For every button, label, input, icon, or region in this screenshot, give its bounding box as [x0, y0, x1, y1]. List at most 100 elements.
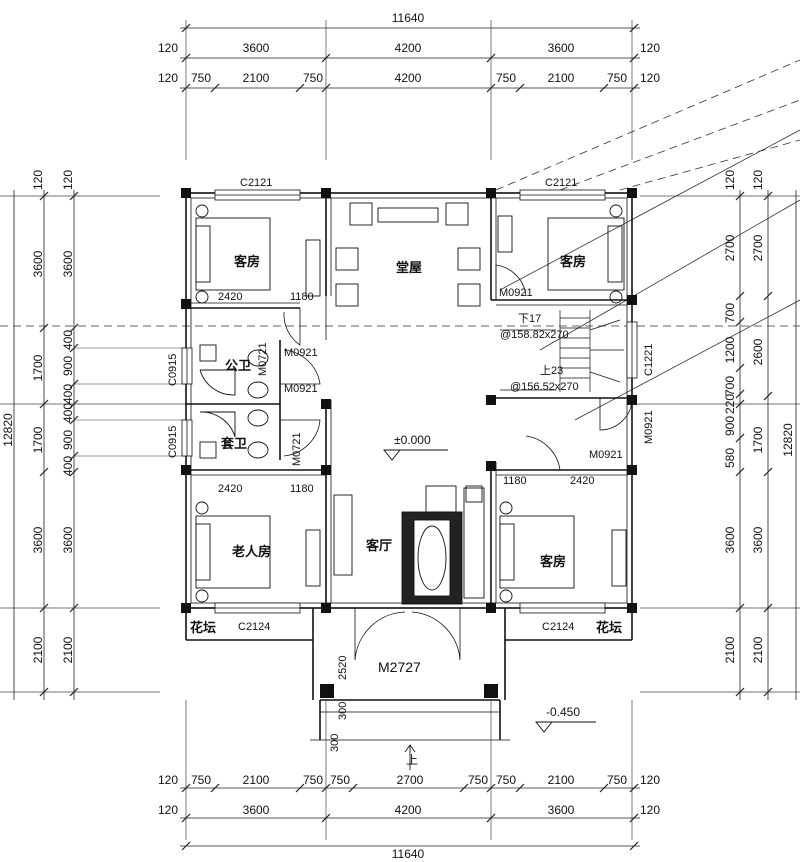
- window-label: C2121: [545, 177, 577, 189]
- bottom-detail-dim: 2700: [397, 773, 424, 787]
- right-outer-dim: 2600: [751, 338, 765, 365]
- left-inner-dim: 120: [61, 170, 75, 190]
- room-living: 客厅: [366, 538, 392, 553]
- left-inner-dim: 400: [61, 330, 75, 350]
- left-inner-dim: 2100: [61, 636, 75, 663]
- bottom-detail-dim: 750: [496, 773, 516, 787]
- walls: [185, 192, 633, 741]
- width-label: 2420: [570, 475, 594, 487]
- stair-diagonals: [499, 129, 800, 421]
- door-label: M0921: [589, 449, 623, 461]
- width-label: 2420: [218, 483, 242, 495]
- bottom-detail-dim: 750: [468, 773, 488, 787]
- bottom-detail-dim: 750: [191, 773, 211, 787]
- bottom-detail-dim: 750: [303, 773, 323, 787]
- door-label: M0721: [257, 342, 269, 376]
- dashed-lines: [0, 59, 800, 327]
- stair-label: 上23: [540, 364, 563, 377]
- door-label: M0721: [291, 432, 303, 466]
- window-label: C1221: [643, 344, 655, 376]
- right-inner-dim: 120: [723, 170, 737, 190]
- right-inner-dim: 1200: [723, 336, 737, 363]
- right-total-dim: 12820: [781, 423, 795, 457]
- bottom-axis-dim: 120: [640, 803, 660, 817]
- windows: [181, 189, 638, 614]
- top-axis-dim: 3600: [548, 41, 575, 55]
- left-inner-dim: 400: [61, 384, 75, 404]
- right-inner-dim: 3600: [723, 526, 737, 553]
- room-guest-ne: 客房: [560, 254, 586, 269]
- top-detail-dim: 120: [640, 71, 660, 85]
- up-label: 上: [406, 753, 418, 767]
- left-outer-dim: 2100: [31, 636, 45, 663]
- bottom-axis-dim: 3600: [243, 803, 270, 817]
- furniture: [195, 202, 627, 605]
- top-total-dim: 11640: [392, 11, 425, 25]
- door-label: M0921: [284, 383, 318, 395]
- bottom-detail-dim: 120: [640, 773, 660, 787]
- level-label: ±0.000: [394, 433, 431, 447]
- left-inner-dim: 400: [61, 403, 75, 423]
- bottom-axis-dim: 120: [158, 803, 178, 817]
- axis-lines: [0, 20, 800, 840]
- right-outer-dim: 3600: [751, 526, 765, 553]
- doors: [280, 264, 633, 661]
- left-total-dim: 12820: [1, 413, 15, 447]
- left-inner-dim: 400: [61, 456, 75, 476]
- window-label: C0915: [167, 426, 179, 458]
- door-label: M2727: [378, 659, 421, 675]
- top-detail-dim: 2100: [243, 71, 270, 85]
- left-inner-dim: 3600: [61, 526, 75, 553]
- left-outer-dim: 3600: [31, 526, 45, 553]
- room-guest-se: 客房: [540, 554, 566, 569]
- right-inner-dim: 900: [723, 416, 737, 436]
- door-label: M0921: [499, 287, 533, 299]
- stair-label: @156.52x270: [510, 381, 579, 393]
- right-inner-dim: 580: [723, 448, 737, 468]
- width-label: 1180: [290, 483, 314, 495]
- bottom-detail-dim: 120: [158, 773, 178, 787]
- right-outer-dim: 2100: [751, 636, 765, 663]
- dim-label: 300: [329, 734, 341, 752]
- window-label: C2124: [238, 621, 270, 633]
- left-dimensions: 12820 120 3600 1700 1700 3600 2100 120 3…: [1, 170, 186, 700]
- right-inner-dim: 2700: [723, 234, 737, 261]
- bottom-detail-dim: 750: [607, 773, 627, 787]
- top-detail-dim: 750: [191, 71, 211, 85]
- room-planter-w: 花坛: [190, 620, 216, 635]
- stair-label: 下17: [518, 313, 541, 325]
- top-detail-dim: 750: [607, 71, 627, 85]
- stair-label: @158.82x270: [500, 329, 569, 341]
- window-label: C2121: [240, 177, 272, 189]
- top-detail-dim: 2100: [548, 71, 575, 85]
- width-label: 1180: [503, 475, 527, 487]
- door-label: M0921: [643, 410, 655, 444]
- top-axis-dim: 4200: [395, 41, 422, 55]
- bottom-dimensions: 120 750 2100 750 750 2700 750 750 2100 7…: [158, 773, 660, 861]
- top-detail-dim: 750: [303, 71, 323, 85]
- window-label: C0915: [167, 354, 179, 386]
- top-detail-dim: 4200: [395, 71, 422, 85]
- left-outer-dim: 1700: [31, 426, 45, 453]
- left-outer-dim: 3600: [31, 250, 45, 277]
- level-label: -0.450: [546, 705, 580, 719]
- left-outer-dim: 1700: [31, 354, 45, 381]
- top-axis-dim: 120: [640, 41, 660, 55]
- room-hall: 堂屋: [396, 260, 422, 275]
- bottom-axis-dim: 4200: [395, 803, 422, 817]
- left-inner-dim: 3600: [61, 250, 75, 277]
- left-inner-dim: 900: [61, 356, 75, 376]
- top-detail-dim: 120: [158, 71, 178, 85]
- right-inner-dim: 2100: [723, 636, 737, 663]
- bottom-detail-dim: 750: [330, 773, 350, 787]
- window-label: C2124: [542, 621, 574, 633]
- room-guest-nw: 客房: [234, 254, 260, 269]
- width-label: 2420: [218, 291, 242, 303]
- top-detail-dim: 750: [496, 71, 516, 85]
- level-markers: [383, 449, 596, 770]
- room-suite-wc: 套卫: [220, 436, 247, 451]
- right-inner-dim: 220: [723, 394, 737, 414]
- right-outer-dim: 1700: [751, 426, 765, 453]
- left-outer-dim: 120: [31, 170, 45, 190]
